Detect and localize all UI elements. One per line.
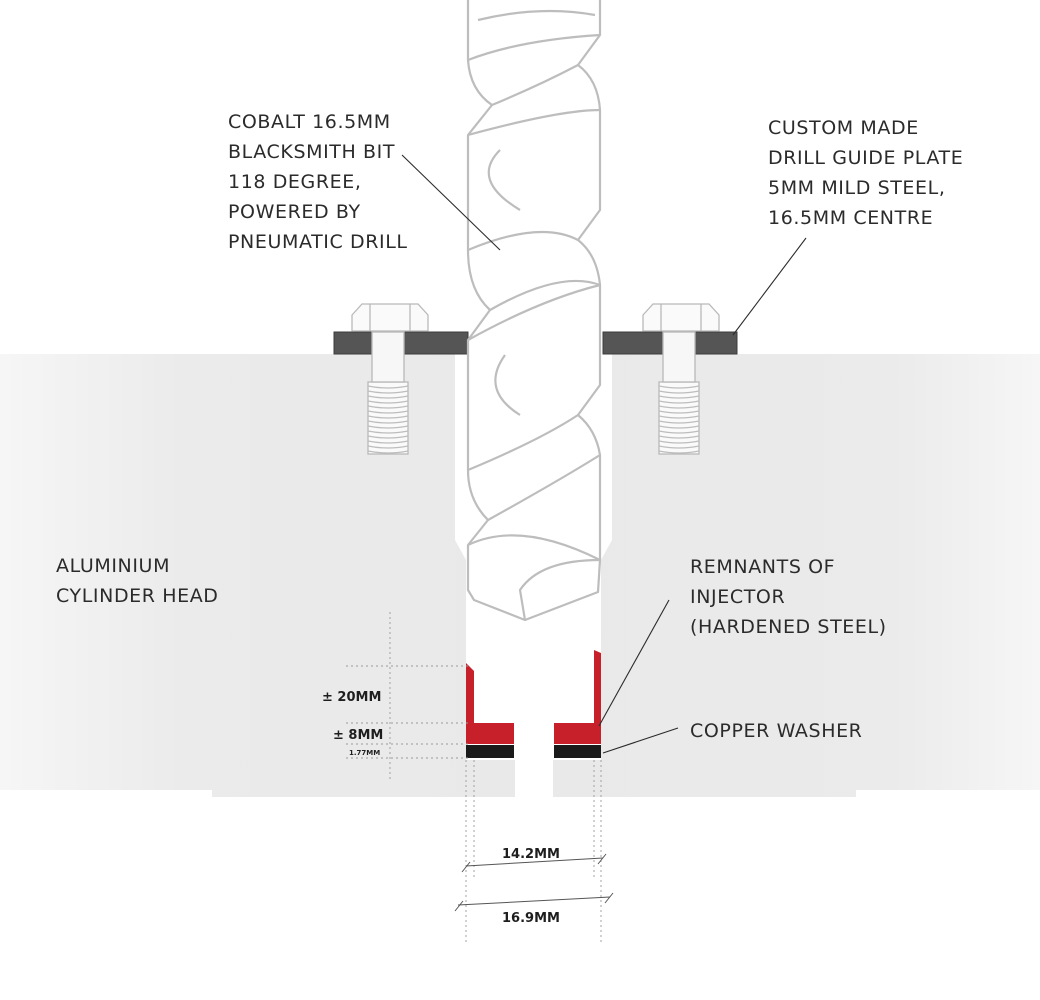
bolt-thread <box>658 400 700 404</box>
guide-plate-label-line: 5MM MILD STEEL, <box>768 177 945 199</box>
guide-plate-label-line: DRILL GUIDE PLATE <box>768 147 963 169</box>
drill-bit-outline <box>466 0 602 622</box>
bolt-thread <box>658 425 700 429</box>
bolt-thread <box>367 430 409 434</box>
bolt-thread <box>658 410 700 414</box>
bolt-thread <box>658 435 700 439</box>
cylinder-head-label-line: ALUMINIUM <box>56 555 170 577</box>
injector-right <box>554 650 601 744</box>
bolt-left <box>351 303 429 455</box>
injector-label: REMNANTS OF INJECTOR (HARDENED STEEL) <box>690 556 887 638</box>
bolt-thread <box>658 390 700 394</box>
dim-inner-width: 14.2MM <box>502 847 560 862</box>
drill-bit <box>466 0 602 622</box>
bolt-thread <box>658 395 700 399</box>
bolt-thread <box>658 415 700 419</box>
bolt-thread <box>367 405 409 409</box>
cylinder-head-right <box>553 354 1040 797</box>
dim-washer-thickness: 1.77MM <box>349 749 380 757</box>
bolt-thread <box>367 440 409 444</box>
cylinder-head <box>0 354 1040 797</box>
washer-left <box>466 745 514 758</box>
width-arrows <box>454 853 614 912</box>
bolt-thread <box>658 405 700 409</box>
bolt-thread <box>367 415 409 419</box>
drill-bit-label-line: POWERED BY <box>228 201 361 223</box>
dim-depth-middle: ± 8MM <box>333 728 383 743</box>
washer-right <box>554 745 601 758</box>
drill-bit-label-line: BLACKSMITH BIT <box>228 141 395 163</box>
injector-remnants <box>466 650 601 744</box>
dim-outer-width: 16.9MM <box>502 911 560 926</box>
copper-washer <box>466 745 601 758</box>
bolt-thread <box>367 400 409 404</box>
drill-bit-label: COBALT 16.5MM BLACKSMITH BIT 118 DEGREE,… <box>228 111 408 253</box>
cylinder-head-label-line: CYLINDER HEAD <box>56 585 219 607</box>
bolt-thread <box>658 450 700 454</box>
bolt-thread <box>658 430 700 434</box>
drill-bit-label-line: PNEUMATIC DRILL <box>228 231 408 253</box>
drill-bit-label-line: 118 DEGREE, <box>228 171 362 193</box>
bolt-thread <box>367 435 409 439</box>
bolt-thread <box>367 385 409 389</box>
bolt-thread <box>367 420 409 424</box>
injector-left <box>466 663 514 744</box>
bolt-thread <box>367 445 409 449</box>
cylinder-head-left <box>0 354 515 797</box>
injector-label-line: REMNANTS OF <box>690 556 835 578</box>
injector-label-line: (HARDENED STEEL) <box>690 616 887 638</box>
guide-plate-label-line: 16.5MM CENTRE <box>768 207 933 229</box>
guide-plate-label-line: CUSTOM MADE <box>768 117 919 139</box>
dim-depth-upper: ± 20MM <box>322 690 381 705</box>
leader-lines <box>401 154 807 754</box>
bolt-thread <box>658 440 700 444</box>
bolt-thread <box>367 395 409 399</box>
bolt-thread <box>367 450 409 454</box>
bolt-thread <box>367 410 409 414</box>
bolt-right <box>642 303 720 455</box>
injector-label-line: INJECTOR <box>690 586 785 608</box>
bolt-thread <box>658 420 700 424</box>
drill-bit-label-line: COBALT 16.5MM <box>228 111 391 133</box>
bolt-thread <box>658 445 700 449</box>
cylinder-head-label: ALUMINIUM CYLINDER HEAD <box>56 555 219 607</box>
washer-label: COPPER WASHER <box>690 720 862 742</box>
guide-plate-label: CUSTOM MADE DRILL GUIDE PLATE 5MM MILD S… <box>768 117 970 229</box>
bolt-thread <box>367 390 409 394</box>
bolt-thread <box>367 425 409 429</box>
dimension-lines <box>346 612 602 945</box>
bolt-thread <box>658 385 700 389</box>
